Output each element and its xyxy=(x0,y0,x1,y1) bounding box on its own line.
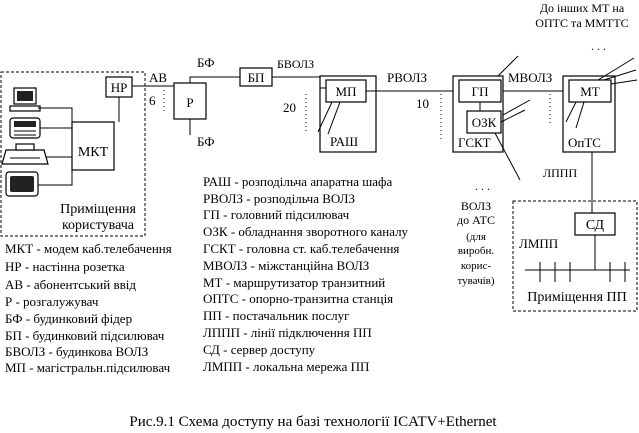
legend-mid-item: ОПТС - опорно-транзитна станція xyxy=(203,291,393,306)
phone-icon xyxy=(9,117,41,139)
bvolz-label: БВОЛЗ xyxy=(277,57,314,71)
nr-label: НР xyxy=(111,80,128,95)
legend-mid-item: ОЗК - обладнання зворотного каналу xyxy=(203,224,409,239)
legend-mid-item: МТ - маршрутизатор транзитний xyxy=(203,275,385,290)
legend-left-item: НР - настінна розетка xyxy=(5,259,125,274)
gskt-label: ГСКТ xyxy=(458,135,491,150)
ellipsis-top: . . . xyxy=(591,39,606,53)
num-6-label: 6 xyxy=(149,93,156,108)
computer-icon xyxy=(9,87,41,112)
legend-mid-item: ГСКТ - головна ст. каб.телебачення xyxy=(203,241,399,256)
tv-icon xyxy=(5,171,39,197)
legend-left-item: БП - будинковий підсилювач xyxy=(5,328,165,343)
figure-caption: Рис.9.1 Схема доступу на базі технології… xyxy=(129,414,497,430)
pp-premises-area xyxy=(512,200,638,312)
legend-left-item: АВ - абонентський ввід xyxy=(5,277,136,292)
ellipsis-mid: . . . xyxy=(475,179,490,193)
volz-note-4: виробн. xyxy=(458,245,495,257)
volz-note-5: корис- xyxy=(461,260,492,272)
mp-label: МП xyxy=(336,84,357,99)
sd-label: СД xyxy=(586,218,605,233)
mkt-box xyxy=(71,121,115,171)
legend-mid-item: ГП - головний підсилювач xyxy=(203,207,350,222)
volz-note-3: (для xyxy=(466,231,486,243)
legend-mid: РАШ - розподільча апаратна шафа РВОЛЗ - … xyxy=(203,174,409,374)
legend-mid-item: ЛМПП - локальна мережа ПП xyxy=(203,359,369,374)
pp-room-label: Приміщення ПП xyxy=(527,290,627,305)
legend-left-item: МКТ - модем каб.телебачення xyxy=(5,241,172,256)
legend-left-item: БВОЛЗ - будинкова ВОЛЗ xyxy=(5,344,148,359)
mkt-label: МКТ xyxy=(78,145,109,160)
legend-mid-item: РВОЛЗ - розподільча ВОЛЗ xyxy=(203,191,355,206)
bf-bottom-label: БФ xyxy=(197,134,215,149)
legend-mid-item: РАШ - розподільча апаратна шафа xyxy=(203,174,392,189)
mt-box xyxy=(568,79,612,103)
num-20-label: 20 xyxy=(283,100,296,115)
legend-mid-item: ЛППП - лінії підключення ПП xyxy=(203,325,372,340)
user-room-line-2: користувача xyxy=(62,218,135,233)
legend-left-item: БФ - будинковий фідер xyxy=(5,311,132,326)
lmpp-label: ЛМПП xyxy=(519,236,558,251)
user-room-line-1: Приміщення xyxy=(60,202,136,217)
legend-left: МКТ - модем каб.телебачення НР - настінн… xyxy=(5,241,172,375)
bp-label: БП xyxy=(248,70,265,85)
legend-left-item: МП - магістральн.підсилювач xyxy=(5,360,171,375)
num-10-label: 10 xyxy=(416,96,429,111)
volz-note-2: до АТС xyxy=(457,213,495,227)
top-note-line-1: До інших МТ на xyxy=(540,1,625,15)
volz-note-6: тувачів) xyxy=(457,275,494,287)
legend-mid-item: ПП - постачальник послуг xyxy=(203,308,349,323)
av-label: АВ xyxy=(149,70,167,85)
fax-icon xyxy=(1,143,49,165)
volz-note-1: ВОЛЗ xyxy=(461,199,491,213)
rvolz-label: РВОЛЗ xyxy=(387,70,427,85)
legend-mid-item: СД - сервер доступу xyxy=(203,342,316,357)
legend-mid-item: МВОЛЗ - міжстанційна ВОЛЗ xyxy=(203,258,369,273)
user-premises-area xyxy=(0,71,146,237)
r-label: Р xyxy=(186,95,193,110)
top-note-line-2: ОПТС та ММТТС xyxy=(535,16,628,30)
rash-label: РАШ xyxy=(330,134,358,149)
gp-label: ГП xyxy=(472,84,489,99)
lppp-label: ЛППП xyxy=(543,166,577,180)
ozk-label: ОЗК xyxy=(472,115,497,130)
mvolz-label: МВОЛЗ xyxy=(508,70,552,85)
bf-top-label: БФ xyxy=(197,55,215,70)
mt-label: МТ xyxy=(580,84,600,99)
opts-label: ОпТС xyxy=(568,135,601,150)
legend-left-item: Р - розгалужувач xyxy=(5,294,99,309)
